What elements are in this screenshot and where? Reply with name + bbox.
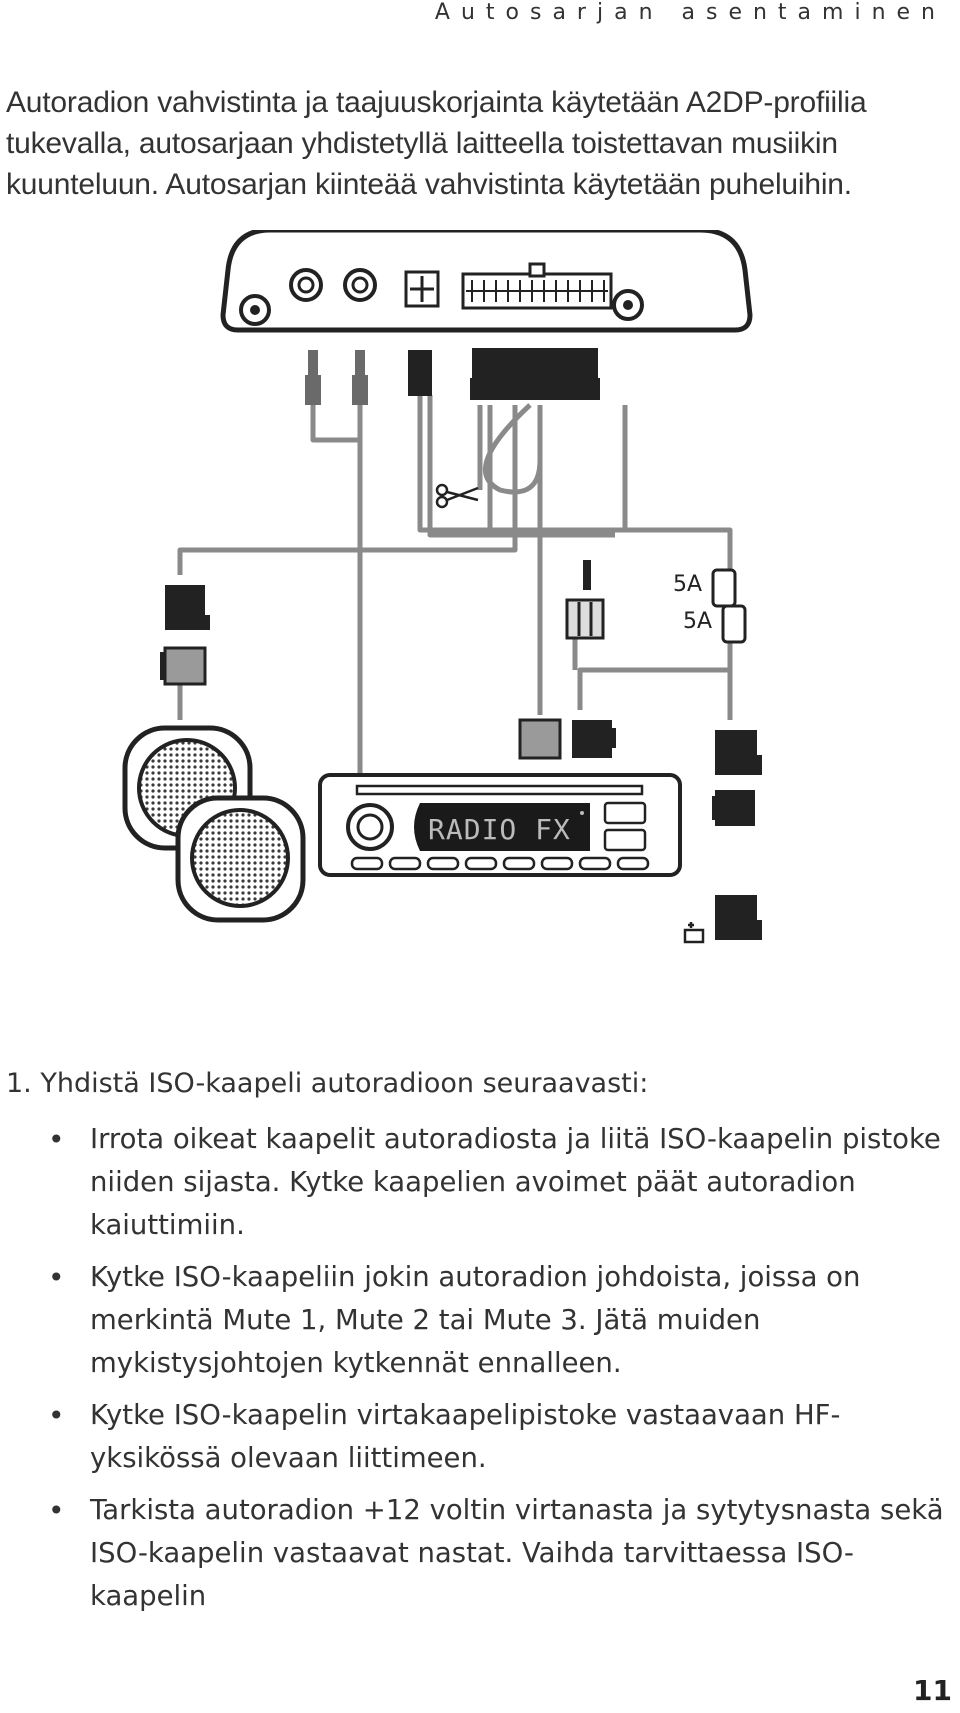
bullet-item: Tarkista autoradion +12 voltin virtanast…	[48, 1489, 948, 1618]
step-1-heading: 1. Yhdistä ISO-kaapeli autoradioon seura…	[6, 1068, 649, 1099]
left-speaker-connector	[160, 585, 210, 686]
bullet-item: Irrota oikeat kaapelit autoradiosta ja l…	[48, 1118, 948, 1247]
intro-paragraph: Autoradion vahvistinta ja taajuuskorjain…	[6, 86, 867, 201]
car-radio: RADIO FX	[318, 773, 682, 877]
radio-display-text: RADIO FX	[428, 813, 571, 846]
step-1-bullets: Irrota oikeat kaapelit autoradiosta ja l…	[48, 1118, 948, 1627]
fuse-label-top: 5A	[673, 572, 702, 597]
power-connector	[408, 350, 432, 396]
bullet-item: Kytke ISO-kaapeliin jokin autoradion joh…	[48, 1256, 948, 1385]
speakers	[122, 725, 306, 923]
page-number: 11	[913, 1674, 952, 1707]
iso-connector	[470, 348, 600, 400]
fuse-label-bottom: 5A	[683, 609, 712, 634]
battery-connectors	[712, 730, 762, 940]
car-kit-wiring-diagram: 5A 5A RADIO FX	[122, 230, 762, 944]
battery-icon	[683, 922, 705, 944]
running-header: Autosarjan asentaminen	[434, 0, 946, 25]
hf-unit	[220, 230, 753, 333]
scissors-icon	[435, 483, 479, 509]
bullet-item: Kytke ISO-kaapelin virtakaapelipistoke v…	[48, 1394, 948, 1480]
fuse-holders	[711, 568, 747, 644]
audio-jack-plugs	[305, 350, 368, 405]
radio-connectors	[518, 718, 616, 760]
triple-connector	[565, 598, 605, 640]
